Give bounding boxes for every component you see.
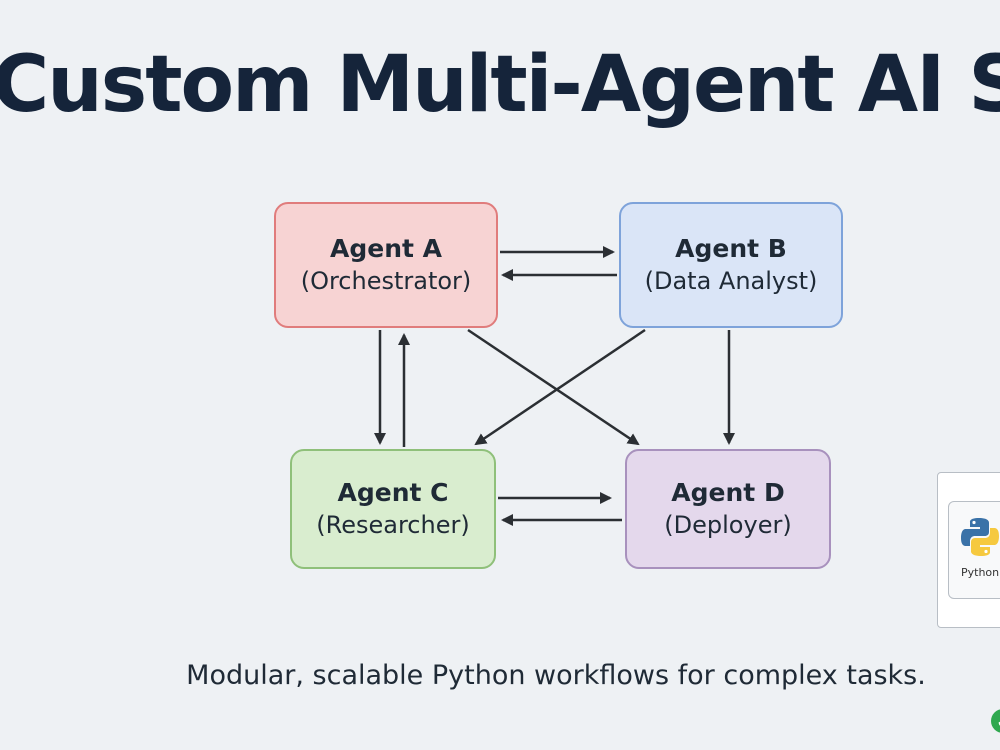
python-label: Python — [961, 566, 1000, 579]
agent-d-name: Agent D — [671, 478, 785, 508]
python-side-card[interactable]: Python — [937, 472, 1000, 628]
python-tile[interactable]: Python — [948, 501, 1000, 599]
agent-c-name: Agent C — [337, 478, 449, 508]
checkmark-icon: ✓ — [991, 709, 1000, 733]
agent-b-node: Agent B (Data Analyst) — [619, 202, 843, 328]
page-title: Custom Multi-Agent AI System — [0, 40, 1000, 130]
python-logo-icon — [961, 518, 999, 556]
agent-c-role: (Researcher) — [316, 510, 470, 539]
diagram-caption: Modular, scalable Python workflows for c… — [186, 660, 926, 691]
agent-b-role: (Data Analyst) — [644, 266, 818, 295]
agent-a-name: Agent A — [330, 234, 442, 264]
arrow-a-to-d — [467, 328, 640, 446]
agent-c-node: Agent C (Researcher) — [290, 449, 496, 569]
agent-d-node: Agent D (Deployer) — [625, 449, 831, 569]
agent-d-role: (Deployer) — [664, 510, 792, 539]
agent-b-name: Agent B — [675, 234, 787, 264]
agent-a-node: Agent A (Orchestrator) — [274, 202, 498, 328]
arrow-b-to-c — [474, 328, 646, 446]
page-title-text: Custom Multi-Agent AI System — [0, 40, 1000, 130]
agent-a-role: (Orchestrator) — [300, 266, 472, 295]
